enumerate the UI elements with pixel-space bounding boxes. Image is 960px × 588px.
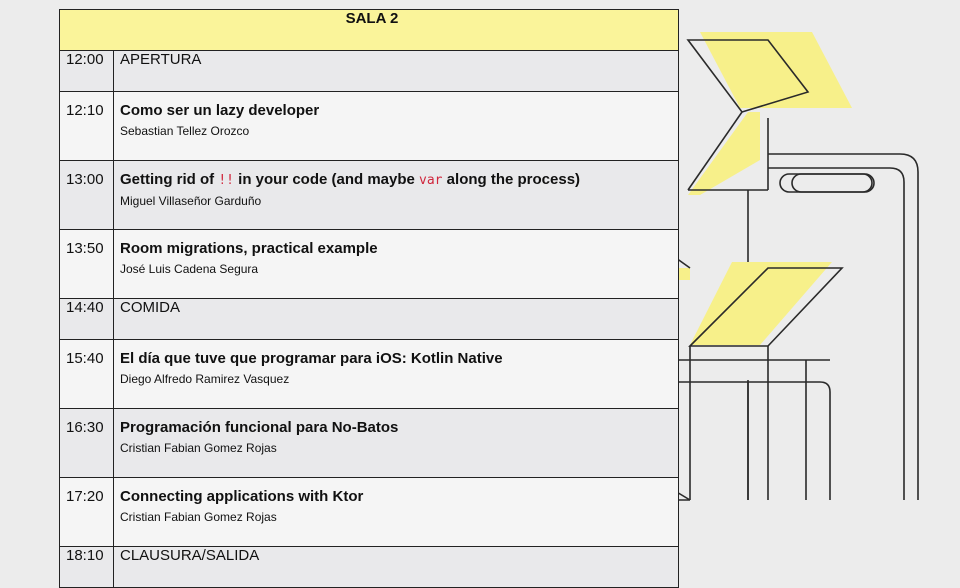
session-title: Connecting applications with Ktor (120, 488, 364, 505)
time-cell: 12:00 (59, 50, 114, 92)
speaker-name: Cristian Fabian Gomez Rojas (120, 441, 277, 455)
schedule-row: 16:30 Programación funcional para No-Bat… (59, 408, 679, 478)
speaker-name: Sebastian Tellez Orozco (120, 124, 250, 138)
time-cell: 18:10 (59, 546, 114, 588)
code-keyword: !! (218, 173, 234, 188)
speaker-name: Diego Alfredo Ramirez Vasquez (120, 372, 290, 386)
session-title: El día que tuve que programar para iOS: … (120, 350, 503, 367)
speaker-name: José Luis Cadena Segura (120, 262, 259, 276)
time-cell: 17:20 (59, 477, 114, 547)
session-title: Room migrations, practical example (120, 240, 378, 257)
time-cell: 12:10 (59, 91, 114, 161)
schedule-row: 17:20 Connecting applications with Ktor … (59, 477, 679, 547)
room-title: SALA 2 (59, 9, 679, 51)
speaker-name: Cristian Fabian Gomez Rojas (120, 510, 277, 524)
speaker-name: Miguel Villaseñor Garduño (120, 194, 262, 208)
time-cell: 13:00 (59, 160, 114, 230)
time-cell: 16:30 (59, 408, 114, 478)
time-cell: 15:40 (59, 339, 114, 409)
schedule-row: 14:40 COMIDA (59, 298, 679, 340)
schedule-row: 13:00 Getting rid of !! in your code (an… (59, 160, 679, 230)
schedule-row: 13:50 Room migrations, practical example… (59, 229, 679, 299)
time-cell: 14:40 (59, 298, 114, 340)
schedule-row: 12:00 APERTURA (59, 50, 679, 92)
session-title: CLAUSURA/SALIDA (120, 547, 260, 564)
schedule-row: 18:10 CLAUSURA/SALIDA (59, 546, 679, 588)
session-title: COMIDA (120, 299, 180, 316)
time-cell: 13:50 (59, 229, 114, 299)
session-title: APERTURA (120, 51, 202, 68)
session-title: Programación funcional para No-Batos (120, 419, 399, 436)
schedule-row: 12:10 Como ser un lazy developer Sebasti… (59, 91, 679, 161)
code-keyword: var (419, 173, 443, 188)
schedule-table: SALA 2 12:00 APERTURA 12:10 Como ser un … (59, 9, 679, 588)
schedule-row: 15:40 El día que tuve que programar para… (59, 339, 679, 409)
session-title: Como ser un lazy developer (120, 102, 320, 119)
session-title: Getting rid of !! in your code (and mayb… (120, 171, 581, 188)
header-row: SALA 2 (59, 9, 679, 51)
